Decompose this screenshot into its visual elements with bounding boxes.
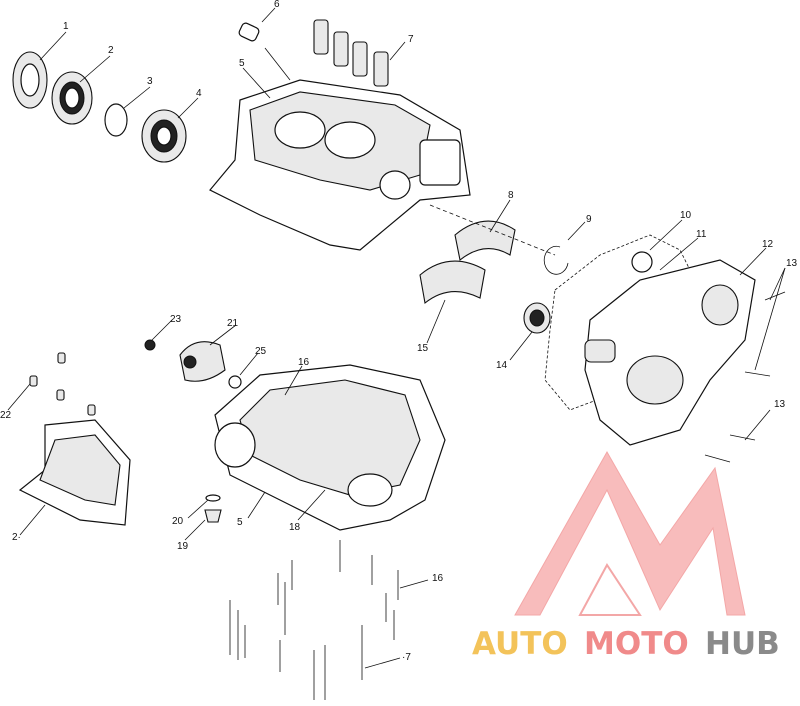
snap-ring-9 (543, 245, 569, 275)
label-11: 11 (696, 229, 707, 240)
label-13-lower: 13 (774, 399, 786, 410)
label-14: 14 (496, 360, 508, 371)
label-7-lower: ·7 (402, 652, 411, 663)
pump-21 (179, 341, 226, 382)
label-21: 21 (227, 318, 239, 329)
label-9: 9 (586, 214, 592, 225)
cover-12 (584, 259, 756, 446)
label-15: 15 (417, 343, 429, 354)
watermark-logo (514, 450, 746, 616)
small-parts-22 (29, 352, 96, 416)
label-2: 2 (108, 45, 114, 56)
label-16-upper: 16 (298, 357, 310, 368)
label-23: 23 (170, 314, 182, 325)
label-20: 20 (172, 516, 184, 527)
label-10: 10 (680, 210, 692, 221)
leader-lines (7, 7, 786, 669)
o-ring-25 (228, 375, 242, 389)
bearing-15 (419, 260, 486, 305)
label-12: 12 (762, 239, 774, 250)
bolts-group (229, 540, 399, 700)
label-18: 18 (289, 522, 301, 533)
plate-lower (18, 419, 131, 526)
label-3: 3 (147, 76, 153, 87)
part-20 (205, 494, 221, 502)
tappets-7 (313, 19, 389, 87)
dowel-6 (238, 22, 260, 42)
label-6: 6 (274, 0, 280, 10)
label-13-upper: 13 (786, 258, 798, 269)
bearing-4 (141, 109, 187, 163)
watermark-moto: MOTO (584, 626, 689, 662)
seal-14 (523, 302, 551, 334)
label-1: 1 (63, 21, 69, 32)
bolts-13 (704, 291, 786, 463)
bearing-8 (454, 220, 516, 261)
label-5-upper: 5 (239, 58, 245, 69)
label-8: 8 (508, 190, 514, 201)
label-25: 25 (255, 346, 267, 357)
label-4: 4 (196, 88, 202, 99)
bearing-2 (51, 71, 93, 125)
watermark-text: AUTO MOTO HUB (472, 626, 780, 662)
callout-labels: 1 2 3 4 5 6 7 8 9 10 11 12 13 13 14 15 1… (0, 0, 798, 663)
label-2-lower: 2· (12, 532, 21, 543)
watermark-auto: AUTO (472, 626, 568, 662)
screw-23 (144, 339, 156, 351)
label-22: 22 (0, 410, 12, 421)
o-ring-3 (104, 103, 128, 137)
label-5-lower: 5 (237, 517, 243, 528)
crankcase-upper (209, 79, 471, 251)
label-19: 19 (177, 541, 189, 552)
crankcase-lower (214, 364, 446, 531)
part-19 (204, 509, 222, 523)
label-16-lower: 16 (432, 573, 444, 584)
seal-1 (12, 51, 48, 109)
watermark-hub: HUB (705, 626, 780, 662)
label-7-upper: 7 (408, 34, 414, 45)
gasket-10 (544, 234, 691, 411)
